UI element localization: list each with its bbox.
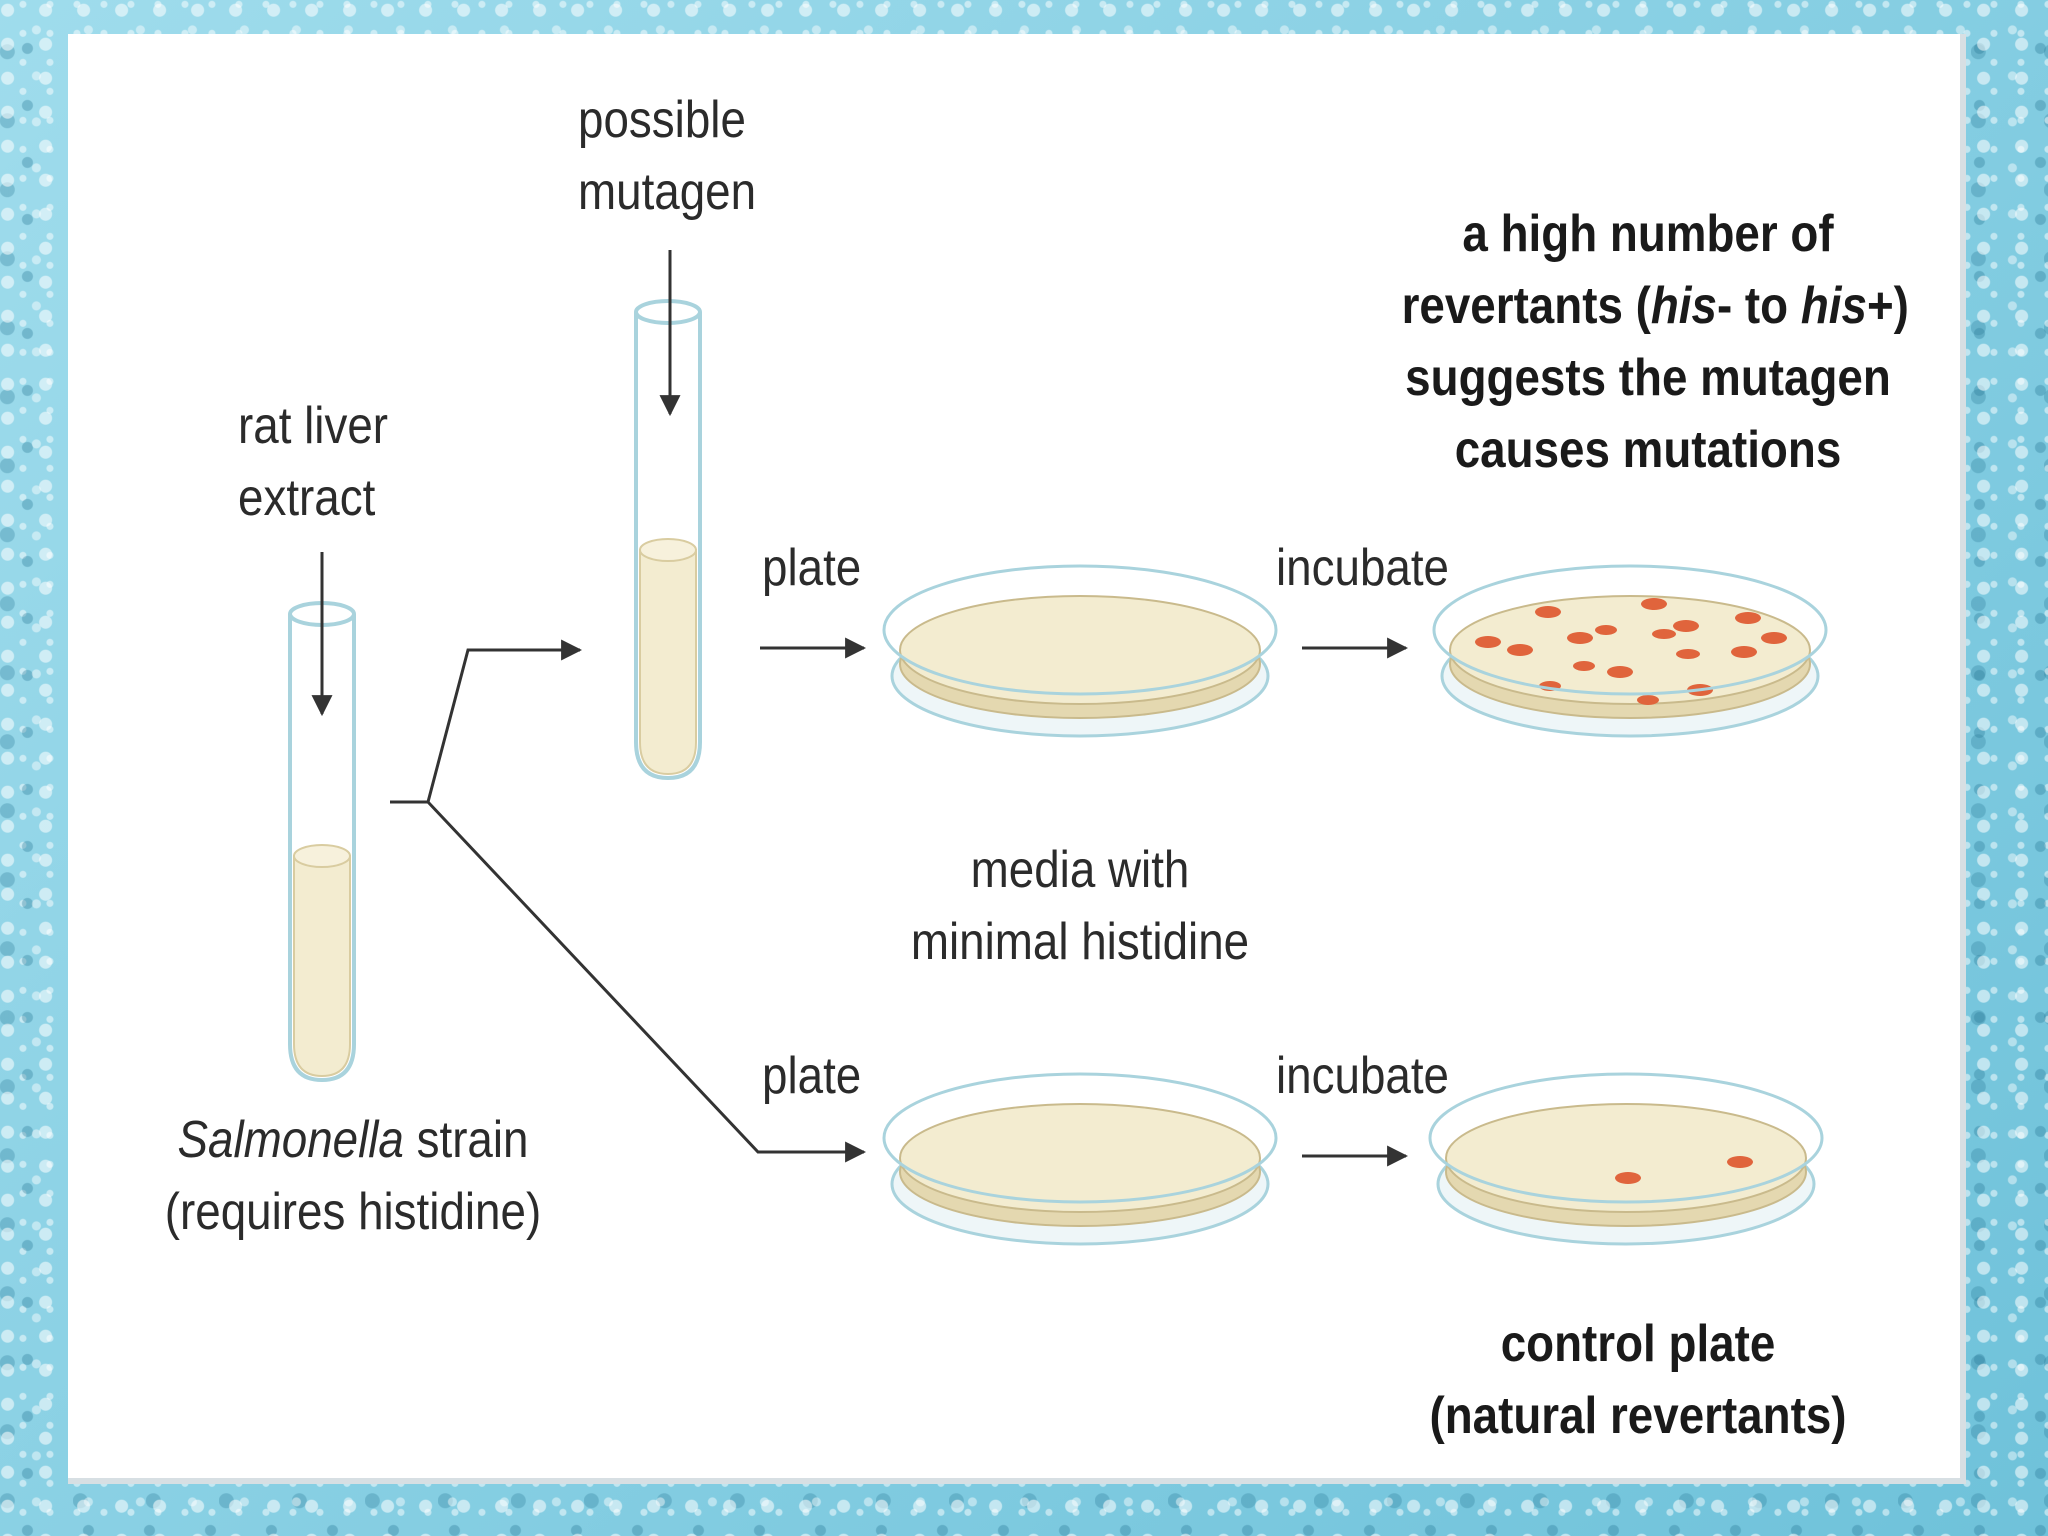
result-line1: a high number of <box>1462 205 1834 263</box>
rat-liver-extract-label: rat liver extract <box>238 390 388 534</box>
media-label: media with minimal histidine <box>869 834 1291 978</box>
control-line2: (natural revertants) <box>1429 1387 1847 1445</box>
salmonella-italic: Salmonella <box>177 1111 404 1169</box>
plate-label-top: plate <box>762 539 862 597</box>
salmonella-strain-line2: (requires histidine) <box>164 1183 542 1241</box>
salmonella-strain-line1: Salmonella strain <box>137 1104 568 1176</box>
diagram-panel: possible mutagen rat liver extract Salmo… <box>68 34 1966 1484</box>
media-line1: media with <box>970 841 1190 899</box>
petri-dish-top-revertants <box>1432 564 1828 738</box>
result-line2-a: revertants ( <box>1401 277 1651 335</box>
possible-mutagen-line2: mutagen <box>578 163 757 221</box>
petri-dish-top-plain <box>882 564 1278 738</box>
plate-label-bottom: plate <box>762 1047 862 1105</box>
high-revertants-label: a high number of revertants (his- to his… <box>1401 198 1909 486</box>
control-line1: control plate <box>1500 1315 1776 1373</box>
rat-liver-line1: rat liver <box>238 397 389 455</box>
control-plate-label: control plate (natural revertants) <box>1427 1308 1849 1452</box>
his-plus: his <box>1800 277 1867 335</box>
ames-test-diagram <box>288 250 1828 1246</box>
result-line2-c: +) <box>1866 277 1909 335</box>
colonies-many <box>1475 598 1787 705</box>
result-line2-b: - to <box>1716 277 1801 335</box>
rat-liver-line2: extract <box>238 469 376 527</box>
incubate-label-top: incubate <box>1276 539 1450 597</box>
colonies-few <box>1615 1156 1753 1184</box>
result-line4: causes mutations <box>1454 421 1842 479</box>
possible-mutagen-label: possible mutagen <box>578 84 756 228</box>
result-line3: suggests the mutagen <box>1405 349 1891 407</box>
branch-connector-bottom <box>426 800 867 1163</box>
possible-mutagen-line1: possible <box>578 91 746 149</box>
mutagen-test-tube <box>634 299 702 781</box>
incubate-label-bottom: incubate <box>1276 1047 1450 1105</box>
strain-word: strain <box>403 1111 529 1169</box>
branch-connector-top <box>390 639 583 804</box>
salmonella-strain-label: Salmonella strain (requires histidine) <box>137 1104 568 1248</box>
result-line2: revertants (his- to his+) <box>1401 270 1909 342</box>
his-minus: his <box>1650 277 1717 335</box>
petri-dish-bottom-plain <box>882 1072 1278 1246</box>
media-line2: minimal histidine <box>910 913 1250 971</box>
petri-dish-control <box>1428 1072 1824 1246</box>
